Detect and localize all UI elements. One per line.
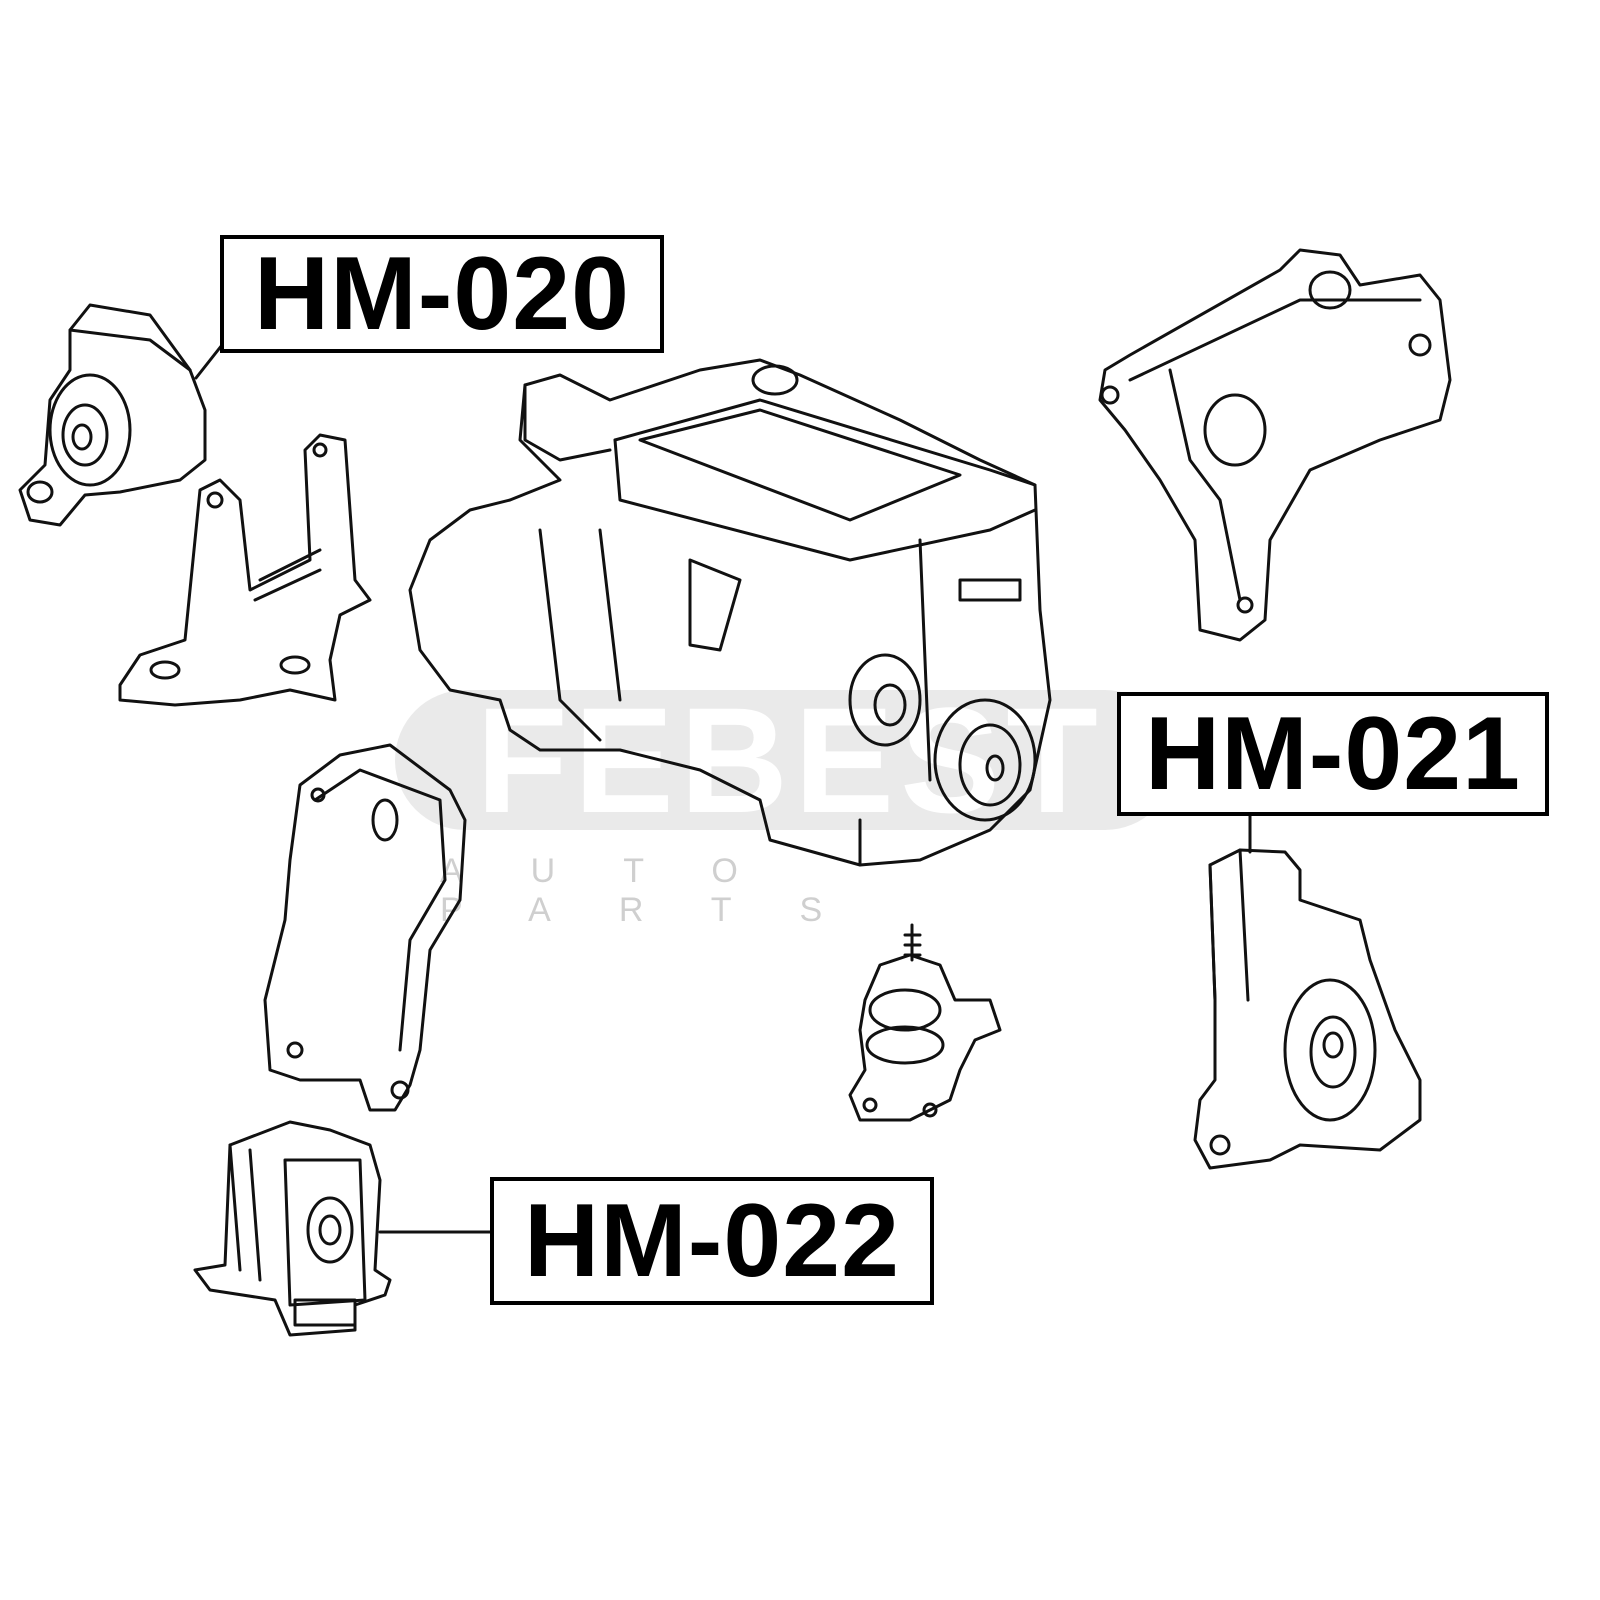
bracket-lower-left [263,743,467,1112]
part-label-hm-022: HM-022 [490,1177,934,1305]
watermark-badge [395,690,1175,830]
bracket-left [118,433,372,707]
mount-center-small [848,923,1002,1122]
engine-block [408,358,1052,867]
watermark-brand: FEBEST [476,676,1104,844]
mount-hm-021 [1193,848,1422,1170]
part-number-hm-022: HM-022 [524,1182,900,1299]
mount-hm-020 [18,303,207,527]
part-number-hm-021: HM-021 [1145,695,1521,812]
part-label-hm-021: HM-021 [1117,692,1549,816]
part-label-hm-020: HM-020 [220,235,664,353]
mount-hm-022 [193,1120,392,1337]
watermark-tagline: AUTO PARTS [440,852,891,929]
part-number-hm-020: HM-020 [254,235,630,352]
leader-lines [194,343,1252,1234]
mount-top-right [1098,248,1452,642]
